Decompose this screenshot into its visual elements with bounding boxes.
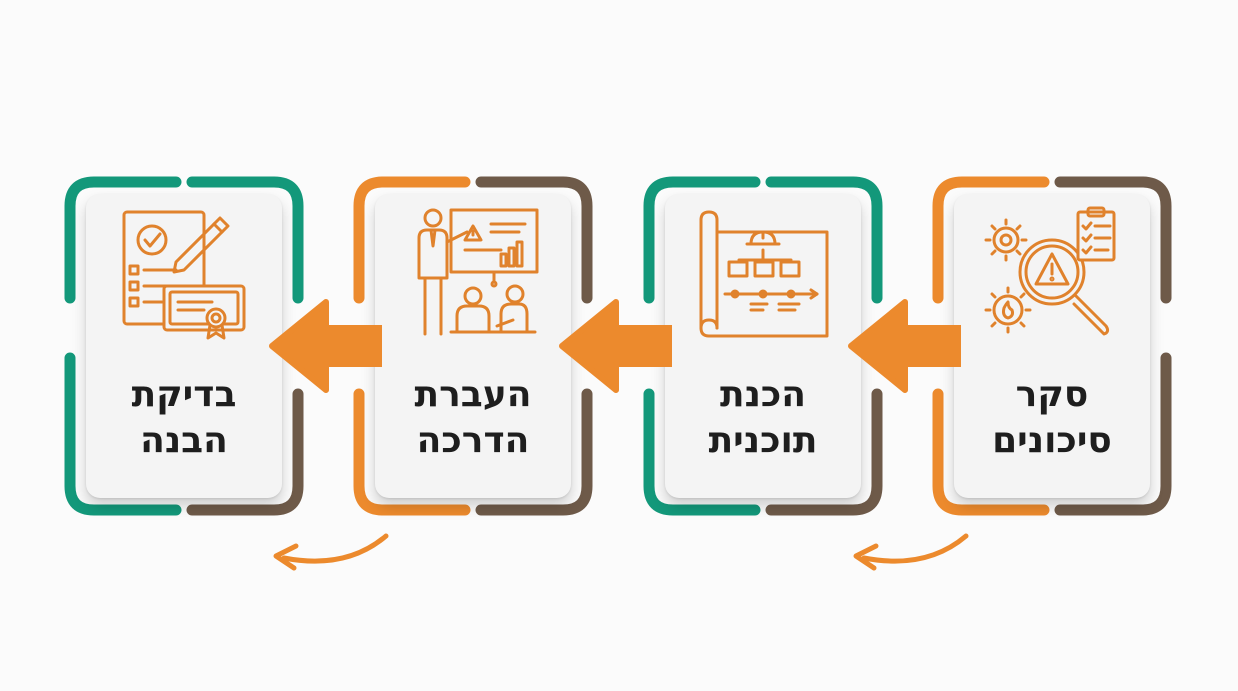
arrow-step2-to-step3 (559, 299, 672, 393)
blueprint-plan-icon (699, 210, 829, 338)
risk-analysis-icon (984, 206, 1116, 336)
arrow-step1-to-step2 (848, 299, 961, 393)
step-2: הכנת תוכנית (643, 176, 883, 516)
step-4-frame (64, 176, 304, 516)
step-1-card: סקר סיכונים (954, 194, 1150, 498)
step-3-frame (353, 176, 593, 516)
step-1-label: סקר סיכונים (992, 374, 1112, 461)
step-4: בדיקת הבנה (64, 176, 304, 516)
checklist-certificate-icon (122, 210, 246, 340)
step-1-frame (932, 176, 1172, 516)
step-2-card: הכנת תוכנית (665, 194, 861, 498)
arrow-step3-to-step4 (269, 299, 382, 393)
step-1: סקר סיכונים (932, 176, 1172, 516)
curved-arrow-left (273, 533, 389, 571)
step-2-frame (643, 176, 883, 516)
training-presentation-icon (417, 208, 539, 336)
step-4-label: בדיקת הבנה (131, 374, 237, 461)
step-3-card: העברת הדרכה (375, 194, 571, 498)
step-2-label: הכנת תוכנית (708, 374, 818, 461)
step-4-card: בדיקת הבנה (86, 194, 282, 498)
step-3-label: העברת הדרכה (414, 374, 532, 461)
curved-arrow-right (853, 533, 969, 571)
step-3: העברת הדרכה (353, 176, 593, 516)
